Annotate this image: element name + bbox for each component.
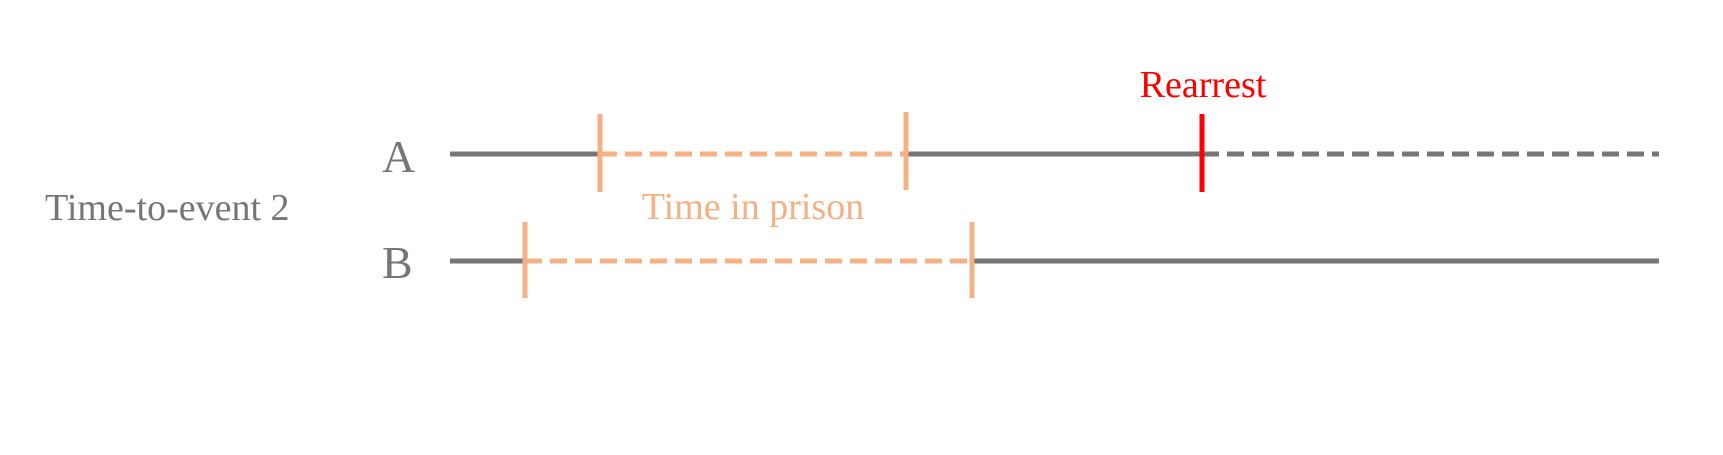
row-label-b: B — [382, 237, 413, 288]
prison-label: Time in prison — [642, 186, 864, 228]
row-label-a: A — [382, 131, 415, 182]
row-title: Time-to-event 2 — [45, 187, 290, 229]
rearrest-label: Rearrest — [1140, 64, 1267, 106]
timeline-a — [450, 112, 1659, 192]
timeline-b — [450, 222, 1659, 298]
